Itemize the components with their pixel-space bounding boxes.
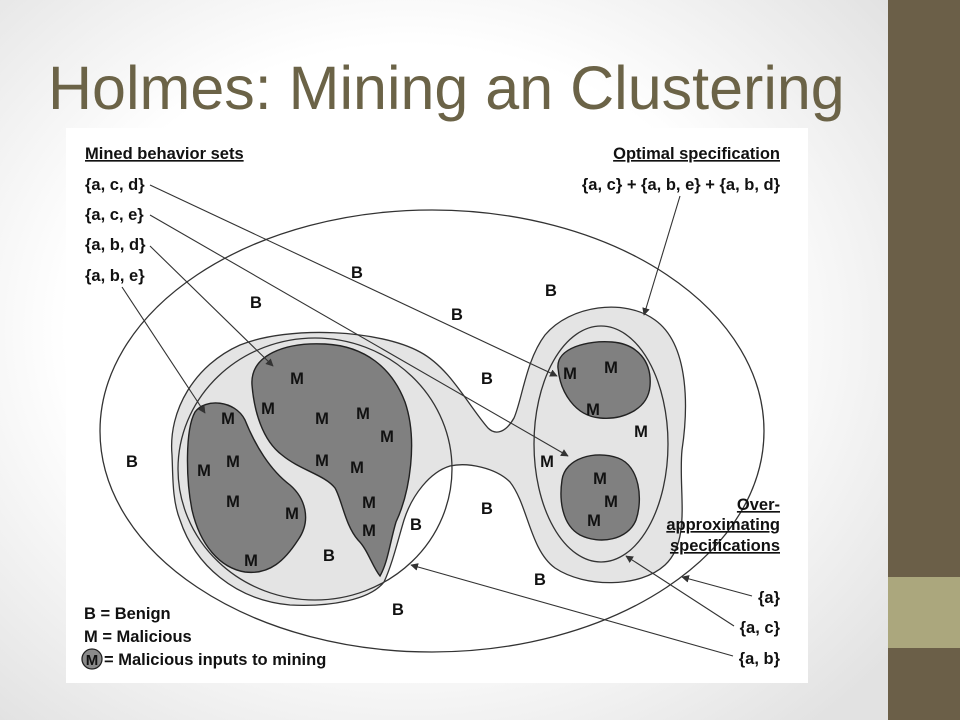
malicious-marker: M [226,453,240,471]
legend-mining-circle [81,648,103,670]
malicious-markers: M M M M M M M M M M M M M M M M M M M M [197,359,648,570]
malicious-marker: M [356,405,370,423]
malicious-cluster-abe [186,402,307,574]
benign-markers: B B B B B B B B B B B [126,264,557,619]
optimal-spec-header: Optimal specification [613,145,780,163]
malicious-cluster-acd [557,341,651,419]
benign-marker: B [323,547,335,565]
arrow-spec-ac [625,555,735,627]
overapprox-set-ab: {a, b} [739,650,781,668]
arrow-abe [121,286,206,414]
overapprox-set-a: {a} [758,589,781,607]
arrow-acd [149,184,558,377]
benign-marker: B [481,370,493,388]
benign-marker: B [481,500,493,518]
legend-malicious: M = Malicious [84,628,192,646]
overapprox-set-ac: {a, c} [740,619,781,637]
malicious-cluster-ace [560,454,641,541]
malicious-marker: M [315,410,329,428]
sidebar-accent-block [888,577,960,648]
legend-mining: = Malicious inputs to mining [104,651,326,669]
malicious-marker: M [604,359,618,377]
malicious-marker: M [197,462,211,480]
malicious-marker: M [540,453,554,471]
arrow-optimal [642,195,681,316]
benign-marker: B [451,306,463,324]
malicious-marker: M [586,401,600,419]
benign-marker: B [250,294,262,312]
mined-set-abe: {a, b, e} [85,267,145,285]
malicious-marker: M [244,552,258,570]
sidebar-bar [888,0,960,720]
clustering-diagram: Mined behavior sets {a, c, d} {a, c, e} … [66,128,808,683]
malicious-marker: M [261,400,275,418]
arrow-abd [149,245,274,367]
benign-marker: B [410,516,422,534]
malicious-marker: M [634,423,648,441]
benign-marker: B [126,453,138,471]
benign-marker: B [534,571,546,589]
malicious-marker: M [563,365,577,383]
legend-mining-symbol: M [86,652,99,669]
malicious-marker: M [350,459,364,477]
malicious-marker: M [587,512,601,530]
malicious-marker: M [380,428,394,446]
spec-ab-boundary [177,337,453,601]
malicious-marker: M [315,452,329,470]
overapprox-header-line1: Over- [737,496,780,514]
legend: B = Benign M = Malicious M = Malicious i… [81,605,326,670]
spec-ac-boundary [533,325,669,563]
benign-marker: B [545,282,557,300]
malicious-marker: M [362,522,376,540]
overapprox-header-line2: approximating [666,516,780,534]
arrow-ace [149,214,569,457]
overapprox-header-line3: specifications [670,537,780,555]
slide-title: Holmes: Mining an Clustering [48,54,845,122]
mined-set-acd: {a, c, d} [85,176,145,194]
mined-sets-header: Mined behavior sets [85,145,244,163]
mined-set-ace: {a, c, e} [85,206,144,224]
benign-marker: B [392,601,404,619]
malicious-marker: M [226,493,240,511]
malicious-marker: M [285,505,299,523]
optimal-spec-value: {a, c} + {a, b, e} + {a, b, d} [582,176,781,194]
malicious-marker: M [362,494,376,512]
diagram-canvas: Mined behavior sets {a, c, d} {a, c, e} … [66,128,808,683]
malicious-marker: M [593,470,607,488]
arrow-spec-a [681,575,753,597]
slide: Holmes: Mining an Clustering [0,0,888,720]
spec-a-boundary [99,209,765,653]
malicious-marker: M [290,370,304,388]
benign-marker: B [351,264,363,282]
malicious-marker: M [221,410,235,428]
arrow-spec-ab [410,563,734,657]
malicious-marker: M [604,493,618,511]
legend-benign: B = Benign [84,605,171,623]
mined-set-abd: {a, b, d} [85,236,146,254]
malicious-cluster-abd [251,343,413,578]
